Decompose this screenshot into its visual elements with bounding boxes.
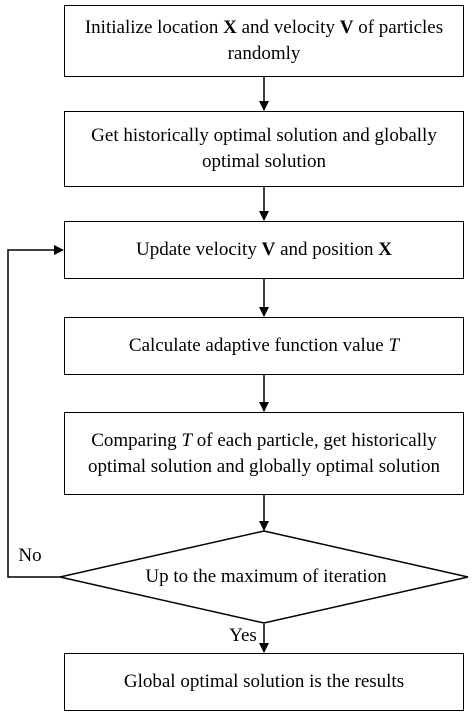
- variable-t: T: [388, 335, 400, 356]
- step-result: Global optimal solution is the results: [64, 653, 464, 711]
- step-compare: Comparing T of each particle, get histor…: [64, 412, 464, 495]
- step-calculate-text-pre: Calculate adaptive function value: [128, 335, 389, 356]
- decision-label: Up to the maximum of iteration: [145, 566, 387, 587]
- branch-label-no: No: [18, 545, 42, 566]
- step-compare-text-post: of each particle, get historically optim…: [87, 429, 440, 477]
- step-get-optimal-text: Get historically optimal solution and gl…: [91, 125, 437, 172]
- step-result-text: Global optimal solution is the results: [123, 671, 405, 692]
- variable-x: X: [223, 17, 237, 38]
- arrow-no-loop-back: [7, 245, 64, 578]
- branch-label-yes: Yes: [229, 625, 257, 646]
- variable-t: T: [181, 429, 193, 451]
- step-update: Update velocity V and position X: [64, 221, 464, 279]
- step-get-optimal: Get historically optimal solution and gl…: [64, 111, 464, 187]
- variable-x: X: [378, 239, 392, 260]
- variable-v: V: [339, 17, 354, 38]
- variable-v: V: [261, 239, 276, 260]
- step-initialize-text-mid: and velocity: [236, 17, 340, 38]
- step-initialize-text-pre: Initialize location: [84, 17, 224, 38]
- step-initialize: Initialize location X and velocity V of …: [64, 5, 464, 77]
- step-update-text-mid: and position: [275, 239, 379, 260]
- step-initialize-text-post: of particles randomly: [227, 17, 444, 64]
- decision-diamond: [59, 530, 469, 624]
- step-compare-text-pre: Comparing: [91, 429, 182, 451]
- step-calculate: Calculate adaptive function value T: [64, 317, 464, 375]
- step-update-text-pre: Update velocity: [136, 239, 262, 260]
